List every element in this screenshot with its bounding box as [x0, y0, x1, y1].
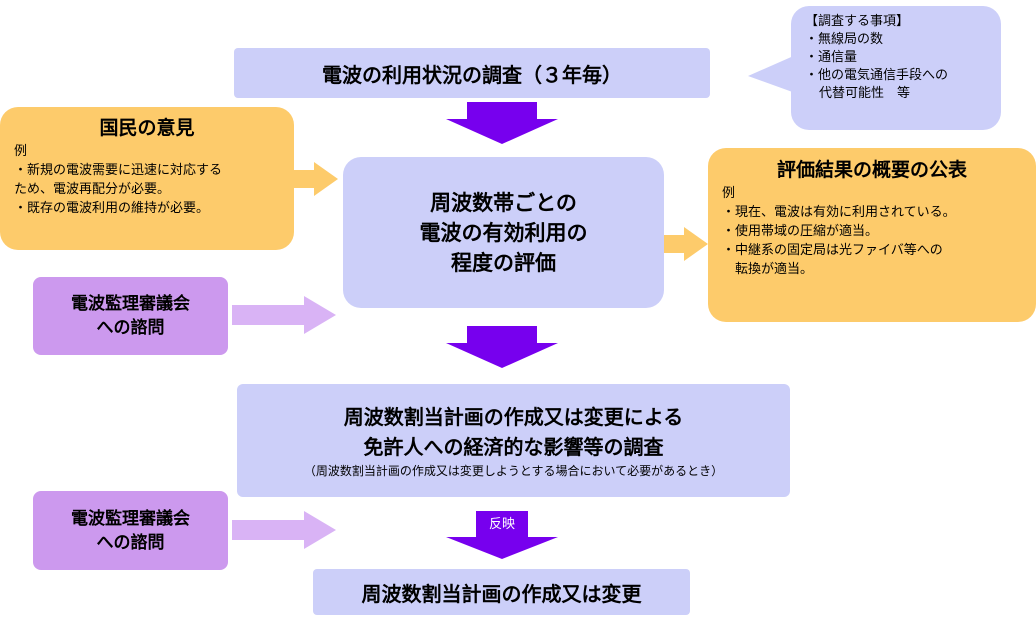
results-arrow: [664, 227, 708, 261]
evaluation-line: 電波の有効利用の: [419, 220, 588, 245]
radio-usage-survey-box: 電波の利用状況の調査（３年毎）: [234, 48, 710, 98]
results-item: 転換が適当。: [735, 262, 814, 277]
council-arrow-2: [232, 511, 336, 549]
callout-pointer: [748, 54, 798, 94]
callout-item: 代替可能性 等: [819, 86, 911, 101]
council-line: への諮問: [96, 318, 165, 338]
callout-item: ・無線局の数: [805, 32, 884, 47]
results-example-label: 例: [722, 186, 736, 201]
survey-title: 電波の利用状況の調査（３年毎）: [322, 62, 622, 87]
down-arrow-1: [446, 102, 558, 144]
public-opinion-title: 国民の意見: [99, 117, 195, 139]
reflect-arrow: [446, 511, 558, 559]
reflect-label: 反映: [488, 517, 515, 532]
final-title: 周波数割当計画の作成又は変更: [361, 581, 642, 606]
evaluation-box: 周波数帯ごとの 電波の有効利用の 程度の評価: [343, 157, 664, 308]
callout-item: ・通信量: [805, 50, 858, 65]
impact-line: 周波数割当計画の作成又は変更による: [343, 404, 684, 429]
callout-title: 【調査する事項】: [805, 14, 910, 29]
council-consultation-box-2: 電波監理審議会 への諮問: [33, 491, 228, 570]
survey-items-callout: 【調査する事項】 ・無線局の数 ・通信量 ・他の電気通信手段への 代替可能性 等: [791, 6, 1001, 130]
council-consultation-box-1: 電波監理審議会 への諮問: [33, 277, 228, 355]
evaluation-results-box: 評価結果の概要の公表 例 ・現在、電波は有効に利用されている。 ・使用帯域の圧縮…: [708, 148, 1036, 322]
results-item: ・現在、電波は有効に利用されている。: [722, 205, 956, 220]
opinion-arrow: [294, 162, 338, 196]
council-line: 電波監理審議会: [71, 294, 190, 314]
council-line: への諮問: [96, 532, 165, 553]
opinion-item: ため、電波再配分が必要。: [14, 182, 171, 197]
results-item: ・使用帯域の圧縮が適当。: [722, 224, 879, 239]
opinion-item: ・既存の電波利用の維持が必要。: [14, 201, 210, 216]
council-arrow-1: [232, 296, 336, 334]
council-line: 電波監理審議会: [71, 508, 190, 529]
opinion-example-label: 例: [14, 144, 28, 159]
evaluation-line: 周波数帯ごとの: [430, 190, 577, 215]
down-arrow-2: [446, 326, 558, 368]
final-plan-box: 周波数割当計画の作成又は変更: [313, 569, 690, 615]
economic-impact-survey-box: 周波数割当計画の作成又は変更による 免許人への経済的な影響等の調査 （周波数割当…: [237, 384, 790, 497]
public-opinion-box: 国民の意見 例 ・新規の電波需要に迅速に対応する ため、電波再配分が必要。 ・既…: [0, 107, 294, 250]
callout-item: ・他の電気通信手段への: [805, 68, 949, 83]
evaluation-line: 程度の評価: [451, 250, 556, 275]
results-item: ・中継系の固定局は光ファイバ等への: [722, 243, 943, 258]
evaluation-results-title: 評価結果の概要の公表: [776, 159, 967, 181]
impact-line: 免許人への経済的な影響等の調査: [363, 434, 664, 459]
opinion-item: ・新規の電波需要に迅速に対応する: [14, 163, 223, 178]
impact-note: （周波数割当計画の作成又は変更しようとする場合において必要があるとき）: [303, 463, 724, 478]
